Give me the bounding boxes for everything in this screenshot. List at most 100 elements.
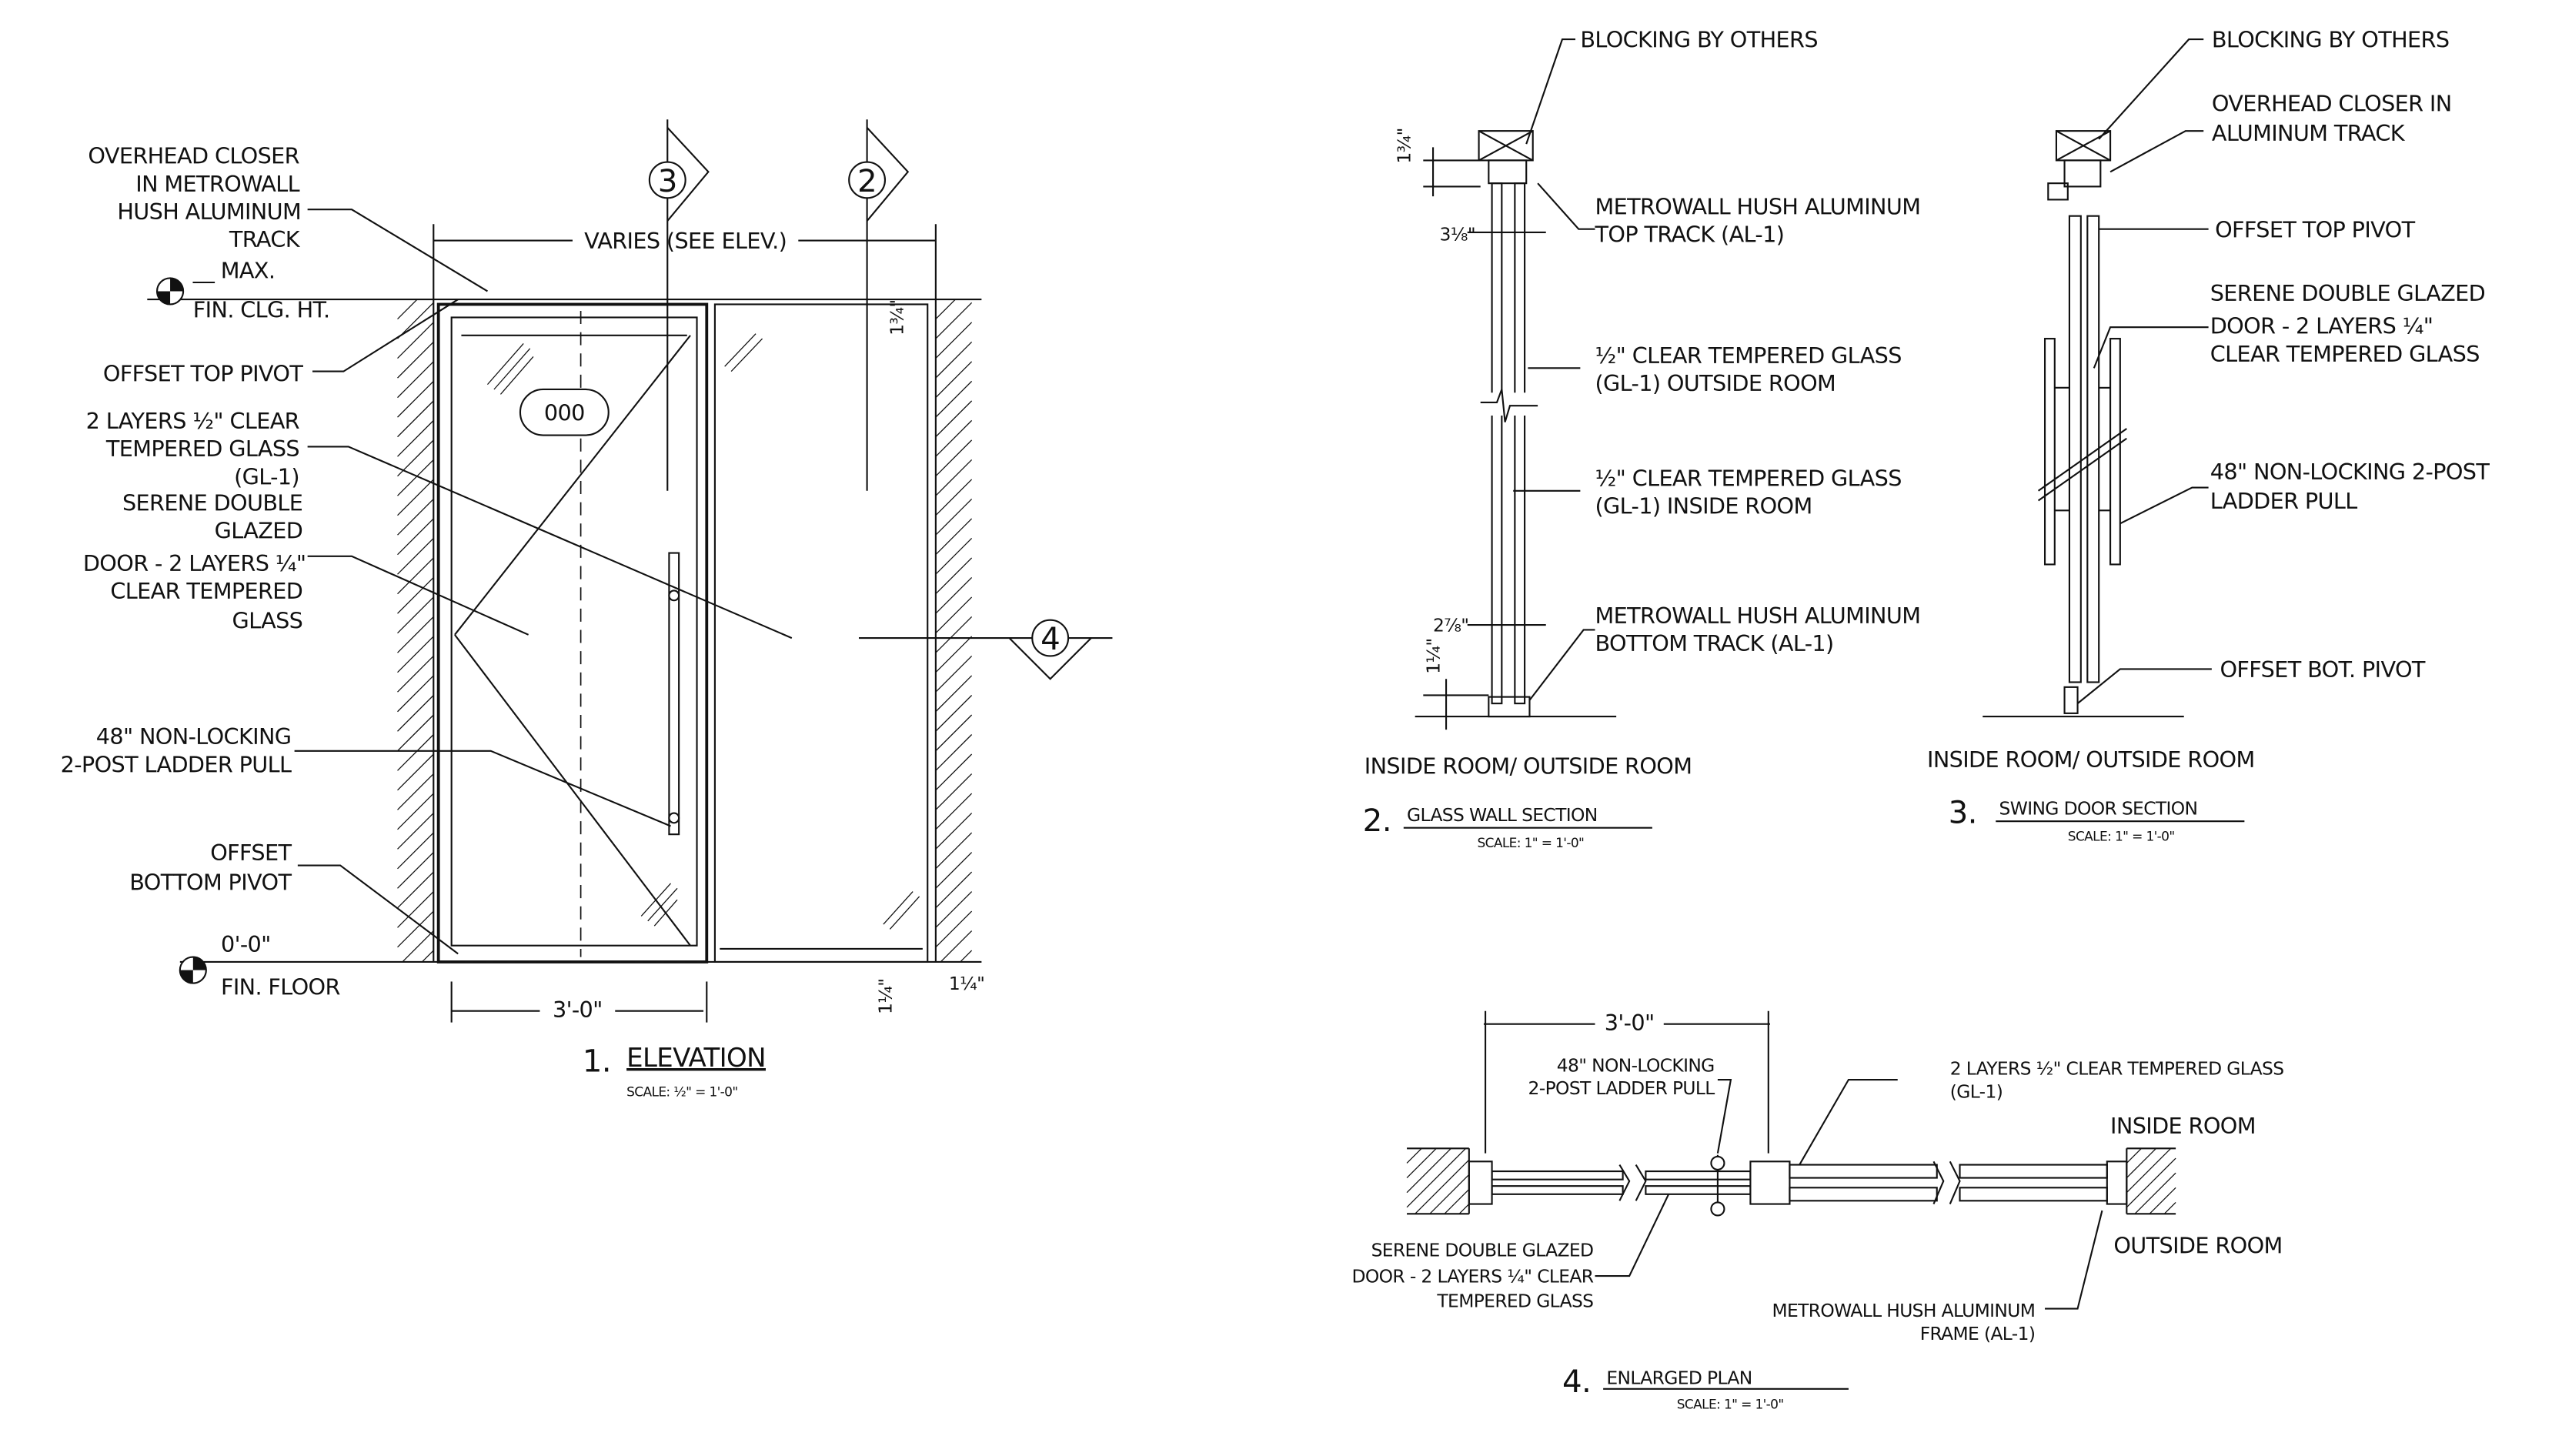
annotation-text: 2 LAYERS ½" CLEAR TEMPERED GLASS xyxy=(1950,1058,2284,1080)
annotation-text: ENLARGED PLAN xyxy=(1606,1367,1752,1388)
annotation-text: BOTTOM TRACK (AL-1) xyxy=(1595,630,1833,656)
annotation-text: ELEVATION xyxy=(626,1043,766,1074)
hatch-line xyxy=(2126,1147,2142,1164)
annotation-text: FIN. CLG. HT. xyxy=(193,296,330,322)
annotation-text: LADDER PULL xyxy=(2210,488,2358,514)
hatch-line xyxy=(935,400,973,438)
hatch-line xyxy=(1458,1204,1470,1214)
hatch-line xyxy=(397,636,434,673)
annotation-text: __ MAX. xyxy=(192,257,275,283)
hatch-line xyxy=(397,714,434,752)
hatch-line xyxy=(397,675,434,713)
annotation-text: FIN. FLOOR xyxy=(221,973,341,1000)
hatch-line xyxy=(940,930,973,963)
annotation-text: (GL-1) OUTSIDE ROOM xyxy=(1595,370,1836,396)
hatch-line xyxy=(402,930,434,963)
dim-door-width: 3'-0" xyxy=(553,997,603,1023)
annotation-text: 2 LAYERS ½" CLEAR xyxy=(86,408,300,434)
hatch-line xyxy=(935,734,973,771)
annotation-text: OUTSIDE ROOM xyxy=(2113,1232,2282,1258)
hatch-line xyxy=(397,518,434,556)
annotation-text: METROWALL HUSH ALUMINUM xyxy=(1595,603,1920,629)
hatch-line xyxy=(935,656,973,693)
hatch-line xyxy=(397,773,434,810)
annotation-text: 1. xyxy=(583,1043,611,1079)
hatch-line xyxy=(935,636,973,673)
hatch-line xyxy=(397,596,434,634)
hatch-line xyxy=(397,380,434,418)
hatch-line xyxy=(397,832,434,870)
annotation-text: ALUMINUM TRACK xyxy=(2212,120,2406,146)
hatch-line xyxy=(935,479,973,516)
hatch-line xyxy=(1406,1147,1422,1164)
hatch-line xyxy=(397,419,434,457)
enlarged-plan-notes: 48" NON-LOCKING 2-POST LADDER PULL 2 LAY… xyxy=(1352,1054,2285,1412)
varies-dimension: VARIES (SEE ELEV.) xyxy=(584,228,787,254)
annotation-text: 3. xyxy=(1949,794,1977,830)
annotation-text: GLASS xyxy=(232,607,303,633)
hatch-line xyxy=(935,341,973,379)
hatch-line xyxy=(935,616,973,653)
glass-wall-section-notes: BLOCKING BY OTHERS METROWALL HUSH ALUMIN… xyxy=(1363,27,1921,851)
swing-door-section-drawing xyxy=(1982,38,2212,718)
hatch-line xyxy=(1444,1188,1470,1214)
annotation-text: INSIDE ROOM/ OUTSIDE ROOM xyxy=(1927,746,2255,773)
annotation-text: BLOCKING BY OTHERS xyxy=(2212,27,2450,53)
dim-c: 2⅞" xyxy=(1433,615,1468,636)
annotation-text: (GL-1) xyxy=(234,463,299,489)
elevation-title-block: 1. ELEVATION SCALE: ½" = 1'-0" xyxy=(583,1043,767,1100)
hatch-line xyxy=(397,891,434,928)
hatch-line xyxy=(935,891,973,928)
hatch-line xyxy=(1415,1159,1470,1214)
annotation-text: METROWALL HUSH ALUMINUM xyxy=(1595,194,1920,220)
hatch-line xyxy=(935,557,973,595)
annotation-text: DOOR - 2 LAYERS ¼" CLEAR xyxy=(1352,1266,1594,1287)
annotation-text: HUSH ALUMINUM xyxy=(117,199,301,225)
hatch-line xyxy=(397,361,434,399)
annotation-text: 48" NON-LOCKING xyxy=(96,723,292,750)
hatch-line xyxy=(397,341,434,379)
hatch-line xyxy=(935,361,973,399)
hatch-line xyxy=(2134,1172,2176,1214)
hatch-line xyxy=(935,302,973,339)
annotation-text: GLASS WALL SECTION xyxy=(1407,804,1598,826)
dim-a: 1¾" xyxy=(1393,128,1415,163)
hatch-line xyxy=(397,793,434,830)
annotation-text: 48" NON-LOCKING 2-POST xyxy=(2210,459,2490,485)
annotation-text: SCALE: 1" = 1'-0" xyxy=(1677,1397,1784,1412)
swing-door-section-notes: BLOCKING BY OTHERS OVERHEAD CLOSER IN AL… xyxy=(1927,27,2490,845)
hatch-line xyxy=(935,439,973,477)
annotation-text: INSIDE ROOM/ OUTSIDE ROOM xyxy=(1365,753,1692,780)
elevation-notes: OVERHEAD CLOSER IN METROWALL HUSH ALUMIN… xyxy=(61,143,342,1000)
hatch-line xyxy=(935,871,973,909)
hatch-line xyxy=(1406,1147,1467,1208)
hatch-line xyxy=(935,419,973,457)
annotation-text: CLEAR TEMPERED GLASS xyxy=(2210,341,2480,367)
hatch-line xyxy=(1429,1174,1470,1214)
hatch-line xyxy=(397,498,434,536)
door-tag-label: 000 xyxy=(544,399,585,426)
annotation-text: SCALE: 1" = 1'-0" xyxy=(2068,830,2175,845)
hatch-line xyxy=(935,518,973,556)
hatch-line xyxy=(935,596,973,634)
hatch-line xyxy=(1406,1147,1451,1194)
hatch-line xyxy=(397,400,434,438)
hatch-line xyxy=(935,910,973,948)
annotation-text: SERENE DOUBLE GLAZED xyxy=(2210,280,2485,306)
annotation-text: OFFSET BOT. PIVOT xyxy=(2220,656,2425,683)
hatch-line xyxy=(397,695,434,732)
hatch-line xyxy=(935,380,973,418)
hatch-line xyxy=(397,557,434,595)
annotation-text: DOOR - 2 LAYERS ¼" xyxy=(83,550,306,576)
annotation-text: SCALE: ½" = 1'-0" xyxy=(626,1084,737,1100)
annotation-text: TEMPERED GLASS xyxy=(1436,1290,1593,1311)
annotation-text: OFFSET xyxy=(210,840,292,866)
section-tag-4: 4 xyxy=(1041,621,1060,657)
annotation-text: SCALE: 1" = 1'-0" xyxy=(1477,836,1584,851)
hatch-line xyxy=(935,832,973,870)
annotation-text: OFFSET TOP PIVOT xyxy=(103,360,303,386)
annotation-text: OVERHEAD CLOSER xyxy=(88,143,299,169)
hatch-line xyxy=(397,910,434,948)
annotation-text: TRACK xyxy=(229,226,301,252)
